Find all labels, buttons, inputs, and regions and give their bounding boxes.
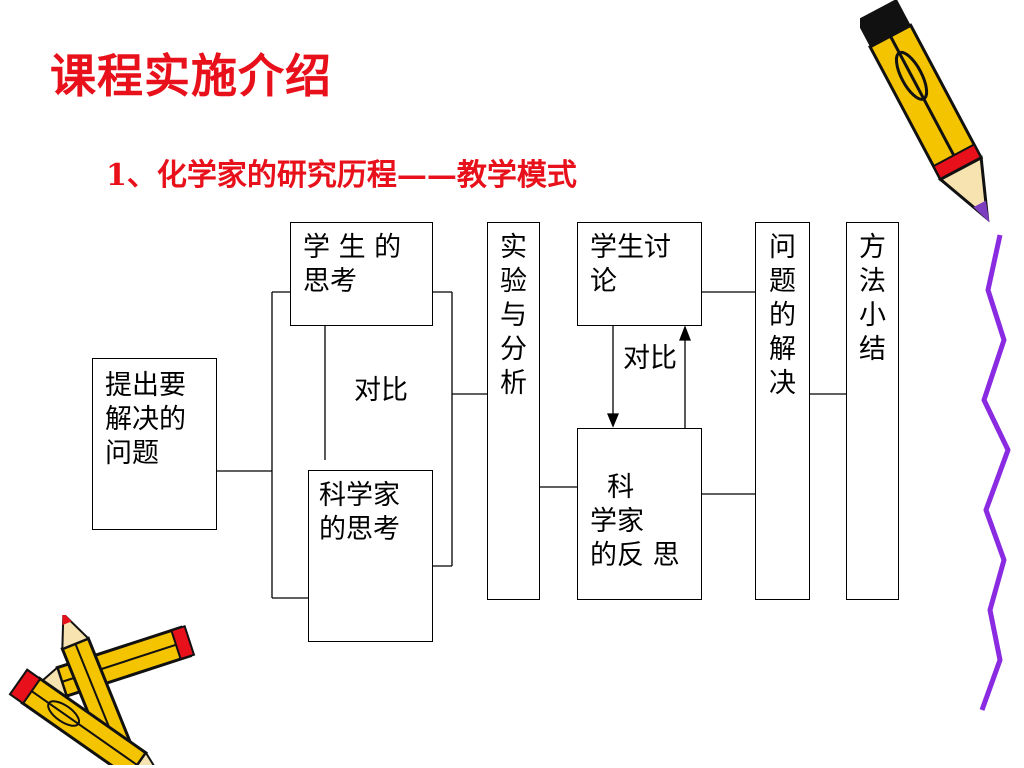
node-scientist-thinking: 科学家的思考 xyxy=(308,470,433,642)
node-experiment-char: 实 xyxy=(500,232,527,263)
node-scientist-reflection-text: 科 学家 的反 思 xyxy=(590,472,698,571)
node-problem-solving-char: 题 xyxy=(769,266,796,297)
node-method-summary-char: 法 xyxy=(859,266,886,297)
compare-label-left: 对比 xyxy=(354,375,408,406)
node-experiment-char: 与 xyxy=(500,300,527,331)
node-problem-solving-char: 决 xyxy=(769,368,796,399)
node-problem-solving-char: 解 xyxy=(769,334,796,365)
node-problem: 提出要解决的问题 xyxy=(92,358,217,530)
node-student-discussion: 学生讨论 xyxy=(577,222,702,326)
node-student-thinking-text: 学 生 的思考 xyxy=(303,232,402,297)
node-method-summary-char: 结 xyxy=(859,334,886,365)
node-method-summary-char: 小 xyxy=(859,300,886,331)
page-subtitle: 1、化学家的研究历程——教学模式 xyxy=(106,158,577,193)
node-method-summary-char: 方 xyxy=(859,232,886,263)
node-experiment-char: 验 xyxy=(500,266,527,297)
node-student-discussion-text: 学生讨论 xyxy=(590,232,671,297)
page-title: 课程实施介绍 xyxy=(50,49,332,103)
pencil-icon xyxy=(860,0,990,223)
squiggle-line-icon xyxy=(979,234,1011,711)
node-scientist-reflection: 科 学家 的反 思 xyxy=(577,428,702,600)
node-experiment-char: 析 xyxy=(500,368,527,399)
node-method-summary: 方 法 小 结 xyxy=(846,222,899,600)
node-problem-text: 提出要解决的问题 xyxy=(105,370,186,469)
node-experiment: 实 验 与 分 析 xyxy=(487,222,540,600)
pencil-pair-icon xyxy=(8,615,196,765)
node-experiment-char: 分 xyxy=(500,334,527,365)
node-problem-solving-char: 问 xyxy=(769,232,796,263)
compare-label-right: 对比 xyxy=(623,343,677,374)
node-problem-solving: 问 题 的 解 决 xyxy=(755,222,810,600)
node-scientist-thinking-text: 科学家的思考 xyxy=(319,480,400,545)
node-student-thinking: 学 生 的思考 xyxy=(290,222,433,326)
node-problem-solving-char: 的 xyxy=(769,300,796,331)
